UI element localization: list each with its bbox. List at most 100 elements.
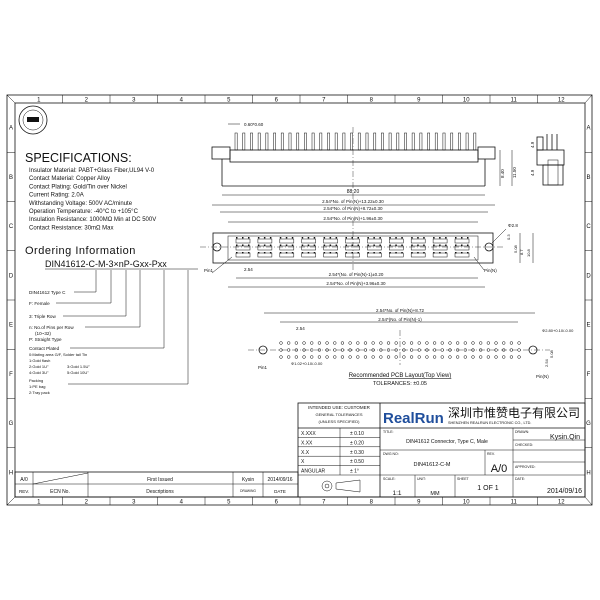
contact-slot	[367, 252, 382, 258]
contact-dot	[335, 237, 338, 239]
contact-dot	[323, 252, 326, 254]
intended-use: INTENDED USE: CUSTOMER	[308, 405, 370, 410]
contact-dot	[248, 237, 250, 239]
contact-dot	[411, 237, 413, 239]
dim-pcb-1: 2.54*No. of Pin(N)+8.72	[376, 308, 424, 313]
pcb-label-pin1: Pin1	[258, 365, 268, 370]
contact-dot	[269, 244, 272, 246]
drawing-header: DRAWING	[240, 489, 256, 493]
label-pin1: Pin1	[204, 268, 214, 273]
contact-dot	[345, 252, 347, 254]
grid-row-label: D	[586, 273, 591, 279]
grid-column-label: 12	[558, 500, 565, 506]
pcb-hole	[409, 355, 414, 359]
contact-dot	[291, 252, 294, 254]
grid-column-label: 6	[275, 500, 279, 506]
pin	[434, 132, 438, 151]
grid-column-label: 10	[463, 98, 470, 104]
dim-pcb-508: 5.08	[549, 349, 554, 358]
rev-entry: A/0	[20, 477, 28, 483]
contact-dot	[248, 252, 250, 254]
contact-dot	[423, 244, 425, 246]
pin	[242, 132, 246, 151]
contact-dot	[411, 244, 413, 246]
pcb-hole	[386, 341, 391, 345]
ordering-packing2: 2:Tray pack	[29, 390, 50, 395]
grid-row-label: H	[586, 470, 590, 476]
scale-label: SCALE:	[383, 477, 395, 481]
pcb-hole	[333, 348, 337, 352]
contact-slot	[323, 252, 338, 258]
ordering-legend: DIN41612 Type C F: Female 3: Triple Row …	[29, 290, 90, 395]
rev-value: A/0	[491, 463, 508, 475]
contact-slot	[454, 238, 470, 244]
ordering-code: DIN41612-C-M-3×nP-Gxx-Pxx	[45, 259, 167, 269]
pcb-hole	[417, 341, 421, 345]
pcb-hole	[340, 348, 345, 352]
contact-slot	[279, 245, 295, 251]
pcb-hole	[486, 348, 491, 352]
pin	[350, 132, 353, 151]
pcb-hole	[302, 341, 306, 345]
pcb-hole	[310, 341, 314, 345]
pcb-hole	[279, 355, 283, 359]
pcb-hole	[294, 355, 299, 359]
date-header: DATE	[274, 489, 286, 494]
contact-dot	[263, 237, 266, 239]
contact-dot	[301, 244, 304, 246]
tolerance-key: X.XX	[301, 440, 313, 446]
contact-slot	[279, 238, 295, 244]
spec-line: Insulation Resistance: 1000MΩ Min at DC …	[29, 217, 156, 223]
pcb-hole	[340, 355, 345, 359]
pcb-hole	[348, 348, 352, 352]
dim-front-1: 2.54*No. of Pin(N)+13.22±0.30	[322, 199, 384, 204]
dim-front-87: 8.7	[519, 249, 524, 255]
contact-dot	[291, 244, 294, 246]
date-value: 2014/09/16	[547, 488, 582, 495]
dim-front-5: 2.54*No. of Pin(N)+3.96±0.30	[326, 281, 386, 286]
pcb-hole	[348, 355, 352, 359]
pcb-hole	[448, 341, 452, 345]
drawing-title: DIN41612 Connector, Type C, Male	[406, 439, 488, 445]
contact-dot	[401, 252, 403, 254]
title-label: TITLE:	[383, 430, 394, 434]
pcb-hole	[509, 355, 514, 359]
pin	[365, 132, 369, 151]
contact-dot	[461, 252, 463, 254]
tolerance-key: ANGULAR	[301, 469, 326, 475]
contact-dot	[433, 244, 435, 246]
company-name-en: SHENZHEN REALRUN ELECTRONIC CO., LTD.	[448, 421, 531, 425]
ordering-straight: P: Straight Type	[29, 337, 62, 342]
pin	[250, 132, 253, 151]
contact-dot	[433, 237, 435, 239]
pcb-hole	[494, 341, 498, 345]
contact-dot	[461, 244, 463, 246]
pin	[327, 132, 330, 151]
contact-dot	[389, 244, 391, 246]
ordering-packing: Packing	[29, 378, 43, 383]
ordering-plated3: 3:Gold 1.5U"	[67, 364, 90, 369]
spec-line: Withstanding Voltage: 500V AC/minute	[29, 201, 133, 207]
pcb-hole	[479, 348, 483, 352]
pcb-hole	[363, 355, 368, 359]
pcb-tolerance: TOLERANCES: ±0.05	[373, 381, 427, 387]
contact-slot	[257, 238, 273, 244]
connector-top-view: 88.20 0.60*0.60 8.40 11.50	[211, 122, 517, 200]
dim-h-1150: 11.50	[512, 167, 517, 178]
pcb-hole	[509, 348, 514, 352]
contact-dot	[411, 252, 413, 254]
pcb-hole	[432, 341, 437, 345]
contact-slot	[301, 245, 316, 251]
contact-dot	[329, 244, 332, 246]
pcb-hole	[317, 355, 322, 359]
pcb-hole	[386, 355, 391, 359]
pin	[311, 132, 315, 151]
pin	[280, 132, 284, 151]
contact-dot	[351, 237, 353, 239]
ordering-plated0: 0:Mating area G/F, Solder tail Tin	[29, 352, 87, 357]
pcb-hole	[471, 348, 475, 352]
contact-dot	[351, 244, 353, 246]
pin	[296, 132, 300, 151]
pin	[342, 132, 346, 151]
pin	[257, 132, 261, 151]
